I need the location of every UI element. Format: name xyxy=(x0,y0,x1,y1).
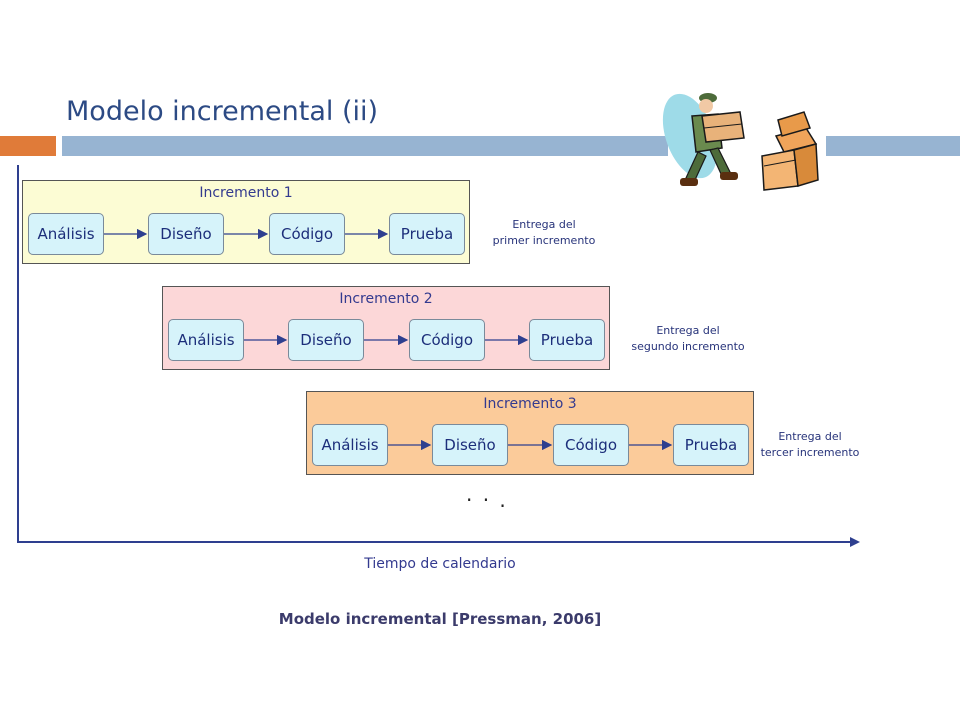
delivery-note-3: Entrega del tercer incremento xyxy=(740,429,880,461)
step-codigo: Código xyxy=(269,213,345,255)
step-analisis: Análisis xyxy=(168,319,244,361)
flow-arrows xyxy=(104,228,389,240)
delivery-note-line: segundo incremento xyxy=(631,340,745,353)
delivery-note-line: Entrega del xyxy=(512,218,576,231)
step-diseno: Diseño xyxy=(288,319,364,361)
boxes-clipart xyxy=(761,111,819,191)
increment-panel-1: Incremento 1 Análisis Diseño Código Prue… xyxy=(22,180,470,264)
ellipsis-dots: · · . xyxy=(466,488,508,512)
step-analisis: Análisis xyxy=(28,213,104,255)
step-analisis: Análisis xyxy=(312,424,388,466)
step-prueba: Prueba xyxy=(529,319,605,361)
delivery-note-line: Entrega del xyxy=(778,430,842,443)
time-axis xyxy=(17,541,853,543)
accent-bar-blue xyxy=(62,136,668,156)
increment-panel-2: Incremento 2 Análisis Diseño Código Prue… xyxy=(162,286,610,370)
time-axis-vertical xyxy=(17,165,19,542)
time-axis-arrowhead xyxy=(850,537,860,547)
figure-caption: Modelo incremental [Pressman, 2006] xyxy=(278,610,602,628)
step-diseno: Diseño xyxy=(148,213,224,255)
flow-arrows xyxy=(388,439,673,451)
delivery-note-line: Entrega del xyxy=(656,324,720,337)
delivery-note-line: tercer incremento xyxy=(760,446,860,459)
delivery-note-line: primer incremento xyxy=(492,234,596,247)
step-diseno: Diseño xyxy=(432,424,508,466)
accent-bar-orange xyxy=(0,136,56,156)
step-codigo: Código xyxy=(553,424,629,466)
increment-title: Incremento 3 xyxy=(483,396,577,412)
delivery-note-1: Entrega del primer incremento xyxy=(474,217,614,249)
step-codigo: Código xyxy=(409,319,485,361)
step-prueba: Prueba xyxy=(389,213,465,255)
increment-title: Incremento 1 xyxy=(199,185,293,201)
increment-title: Incremento 2 xyxy=(339,291,433,307)
delivery-note-2: Entrega del segundo incremento xyxy=(618,323,758,355)
delivery-clipart xyxy=(662,93,819,191)
delivery-man-clipart xyxy=(662,93,745,186)
step-prueba: Prueba xyxy=(673,424,749,466)
axis-label: Tiempo de calendario xyxy=(364,556,516,572)
accent-bar-blue-right xyxy=(826,136,960,156)
increment-panel-3: Incremento 3 Análisis Diseño Código Prue… xyxy=(306,391,754,475)
flow-arrows xyxy=(244,334,529,346)
page-title: Modelo incremental (ii) xyxy=(66,96,379,127)
